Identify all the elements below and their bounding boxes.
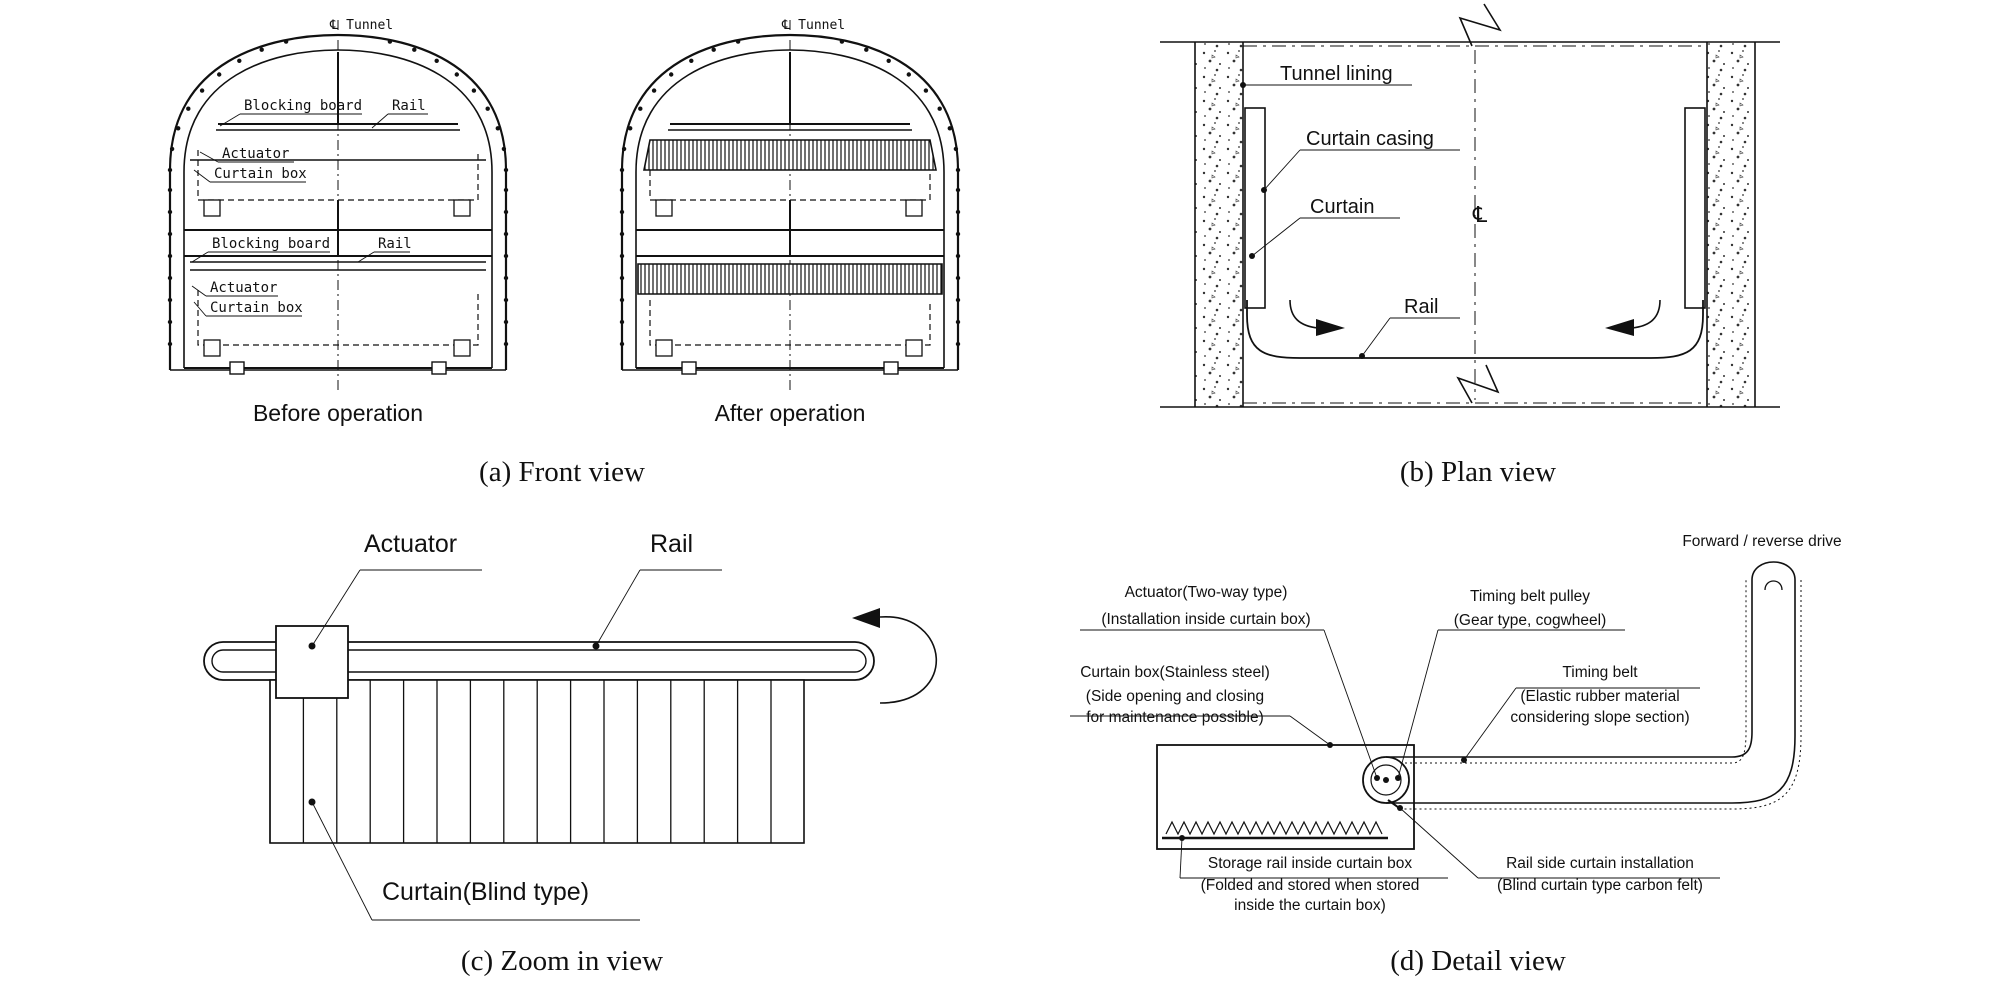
curtain-casing-right [1684, 107, 1706, 309]
timing-belt [1386, 561, 1796, 804]
label-timing-belt-slope: considering slope section) [1510, 709, 1689, 726]
title-before-operation: Before operation [253, 400, 423, 426]
tunnel-lining-right-wall [1707, 42, 1755, 407]
label-drive: Forward / reverse drive [1682, 533, 1841, 550]
break-line-top [1458, 3, 1502, 47]
curtain-deployed-lower [637, 263, 943, 295]
tunnel-lining-left-wall [1195, 42, 1243, 407]
label-lower-actuator: Actuator [210, 280, 277, 296]
label-timing-belt: Timing belt [1562, 664, 1638, 681]
front-view-panel: ℄ Tunnel ℄ Tunnel Blocking board Rail Ac… [167, 18, 961, 488]
plan-rail [1246, 300, 1704, 359]
curtain-slats [269, 680, 772, 843]
label-upper-curtain-box: Curtain box [214, 166, 307, 182]
label-lower-curtain-box: Curtain box [210, 300, 303, 316]
label-timing-belt-material: (Elastic rubber material [1520, 688, 1679, 705]
caption-front-view: (a) Front view [479, 456, 645, 488]
label-rail-side-felt: (Blind curtain type carbon felt) [1497, 877, 1703, 894]
label-pulley-type: (Gear type, cogwheel) [1454, 612, 1607, 629]
label-actuator-type: Actuator(Two-way type) [1125, 584, 1288, 601]
arrow-right [1316, 319, 1345, 336]
label-actuator-install: (Installation inside curtain box) [1101, 611, 1310, 628]
tunnel-section-after [619, 20, 961, 390]
centerline-label-after: ℄ Tunnel [781, 18, 845, 33]
label-curtain-box-maintenance: for maintenance possible) [1086, 709, 1264, 726]
label-upper-blocking-board: Blocking board [244, 98, 362, 114]
label-upper-rail: Rail [392, 98, 426, 114]
label-upper-actuator: Actuator [222, 146, 289, 162]
drive-direction-icon [1764, 580, 1783, 591]
rail-loop-inner [211, 649, 867, 673]
title-after-operation: After operation [715, 400, 866, 426]
label-pulley: Timing belt pulley [1470, 588, 1590, 605]
label-storage-folded: (Folded and stored when stored [1201, 877, 1420, 894]
label-zoom-curtain: Curtain(Blind type) [382, 878, 589, 906]
return-arrow [879, 616, 938, 704]
centerline-label-before: ℄ Tunnel [329, 18, 393, 33]
caption-plan-view: (b) Plan view [1400, 456, 1556, 488]
tunnel-lining-studs [167, 39, 509, 347]
label-curtain-casing: Curtain casing [1306, 128, 1434, 150]
caption-detail-view: (d) Detail view [1390, 945, 1566, 977]
curtain-casing-left [1244, 107, 1266, 309]
label-curtain: Curtain [1310, 196, 1374, 218]
label-curtain-box-material: Curtain box(Stainless steel) [1080, 664, 1270, 681]
label-curtain-box-side: (Side opening and closing [1086, 688, 1264, 705]
caption-zoom-view: (c) Zoom in view [461, 945, 663, 977]
label-storage-inside: inside the curtain box) [1234, 897, 1386, 914]
label-tunnel-lining: Tunnel lining [1280, 63, 1393, 85]
label-storage-rail: Storage rail inside curtain box [1208, 855, 1412, 872]
plan-view-panel: Tunnel lining Curtain casing Curtain ℄ R… [1160, 3, 1780, 488]
tunnel-section-before [167, 20, 509, 390]
label-zoom-rail: Rail [650, 530, 693, 558]
folded-curtain [1165, 820, 1383, 836]
break-line-bottom [1456, 364, 1500, 404]
label-lower-blocking-board: Blocking board [212, 236, 330, 252]
curtain-deployed-upper [643, 139, 937, 171]
detail-view-panel: Forward / reverse drive Actuator(Two-way… [1070, 533, 1842, 977]
label-lower-rail: Rail [378, 236, 412, 252]
label-rail: Rail [1404, 296, 1438, 318]
label-zoom-actuator: Actuator [364, 530, 457, 558]
label-rail-side-curtain: Rail side curtain installation [1506, 855, 1694, 872]
tunnel-lining-studs [619, 39, 961, 347]
label-centerline: ℄ [1472, 202, 1488, 227]
arrow-left [1605, 319, 1634, 336]
zoom-view-panel: Actuator Rail Curtain(Blind type) (c) Zo… [203, 530, 938, 977]
actuator-box [275, 625, 349, 699]
